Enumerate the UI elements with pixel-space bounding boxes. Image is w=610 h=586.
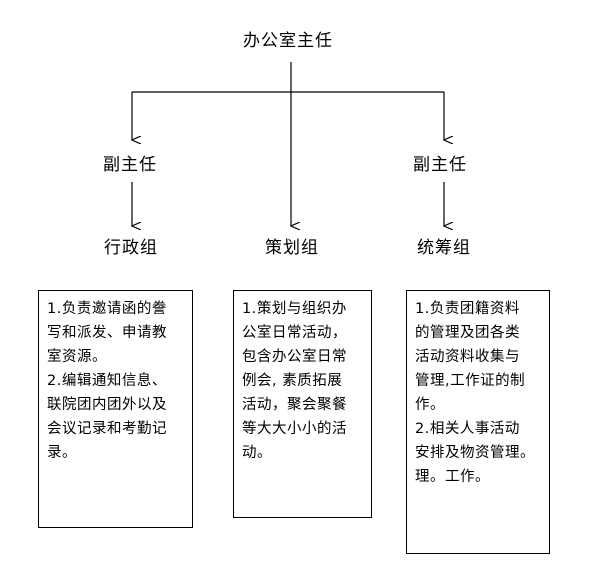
planning-duties-box: 1.策划与组织办 公室日常活动， 包含办公室日常 例会, 素质拓展 活动，聚会聚…: [233, 290, 372, 518]
planning-duty-line: 活动，聚会聚餐: [242, 397, 347, 413]
coordination-duty-line: 2.相关人事活动: [415, 421, 520, 437]
coordination-duty-line: 安排及物资管理。: [415, 445, 535, 461]
planning-duty-line: 包含办公室日常: [242, 349, 347, 365]
admin-duty-line: 录。: [47, 445, 77, 461]
deputy-right-node: 副主任: [413, 155, 467, 175]
admin-group-node: 行政组: [104, 238, 158, 258]
admin-duty-line: 2.编辑通知信息、: [47, 373, 167, 389]
coordination-duty-line: 管理,工作证的制: [415, 373, 526, 389]
coordination-duty-line: 作。: [415, 397, 445, 413]
coordination-duty-line: 活动资料收集与: [415, 349, 520, 365]
coordination-duties-box: 1.负责团籍资料 的管理及团各类 活动资料收集与 管理,工作证的制 作。 2.相…: [406, 290, 550, 554]
planning-duty-line: 例会, 素质拓展: [242, 373, 343, 389]
admin-duty-line: 1.负责邀请函的誊: [47, 301, 167, 317]
planning-group-node: 策划组: [265, 238, 319, 258]
director-node: 办公室主任: [243, 31, 333, 51]
admin-duty-line: 室资源。: [47, 349, 107, 365]
deputy-left-node: 副主任: [103, 155, 157, 175]
coordination-duty-line: 1.负责团籍资料: [415, 301, 520, 317]
coordination-group-node: 统筹组: [417, 238, 471, 258]
planning-duty-line: 动。: [242, 445, 272, 461]
planning-duty-line: 公室日常活动，: [242, 325, 347, 341]
planning-duty-line: 1.策划与组织办: [242, 301, 347, 317]
planning-duty-line: 等大大小小的活: [242, 421, 347, 437]
admin-duties-box: 1.负责邀请函的誊 写和派发、申请教 室资源。 2.编辑通知信息、 联院团内团外…: [38, 290, 193, 528]
admin-duty-line: 会议记录和考勤记: [47, 421, 167, 437]
admin-duty-line: 联院团内团外以及: [47, 397, 167, 413]
coordination-duty-line: 的管理及团各类: [415, 325, 520, 341]
admin-duty-line: 写和派发、申请教: [47, 325, 167, 341]
coordination-duty-line: 理。工作。: [415, 469, 490, 485]
